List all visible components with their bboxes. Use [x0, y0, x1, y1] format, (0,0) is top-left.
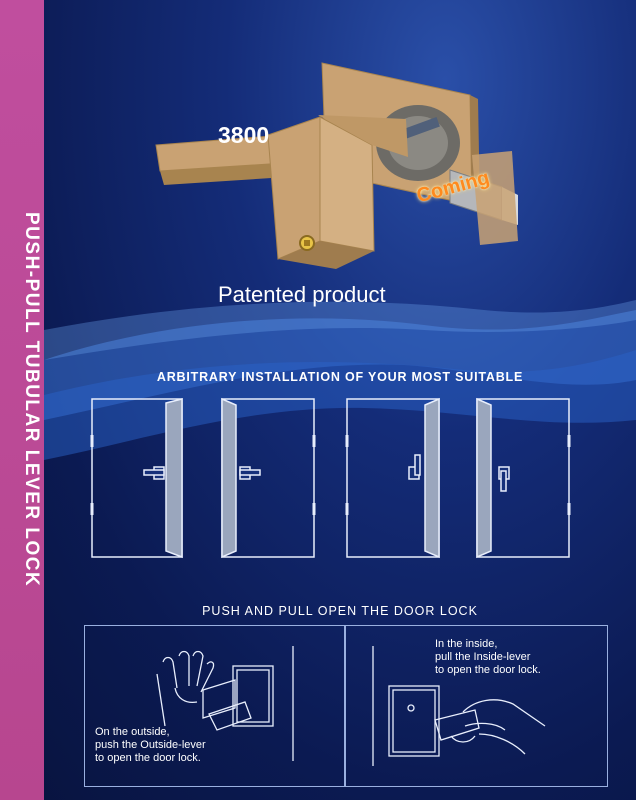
outside-line-2: push the Outside-lever — [95, 739, 206, 751]
door-diagram-3 — [345, 397, 440, 559]
installation-heading: ARBITRARY INSTALLATION OF YOUR MOST SUIT… — [156, 370, 524, 384]
door-diagram-1 — [90, 398, 183, 559]
outside-line-3: to open the door lock. — [95, 752, 201, 764]
outside-instruction-panel: On the outside, push the Outside-lever t… — [84, 625, 346, 787]
hand-push-illustration — [156, 646, 294, 761]
inside-line-3: to open the door lock. — [435, 664, 541, 676]
inside-instruction-panel: In the inside, pull the Inside-lever to … — [344, 625, 608, 787]
side-title: PUSH-PULL TUBULAR LEVER LOCK — [21, 212, 42, 588]
outside-line-1: On the outside, — [95, 726, 170, 738]
lock-product-image — [155, 62, 518, 269]
inside-line-2: pull the Inside-lever — [435, 651, 531, 663]
inside-instruction-text: In the inside, pull the Inside-lever to … — [435, 638, 541, 677]
hand-pull-illustration — [372, 646, 546, 766]
door-diagram-4 — [476, 397, 571, 559]
model-number: 3800 — [218, 122, 270, 148]
wave-decoration — [44, 300, 636, 460]
inside-line-1: In the inside, — [435, 638, 498, 650]
door-diagrams — [90, 397, 571, 559]
door-diagram-2 — [221, 397, 316, 559]
side-band: PUSH-PULL TUBULAR LEVER LOCK — [0, 0, 44, 800]
operation-heading: PUSH AND PULL OPEN THE DOOR LOCK — [202, 604, 478, 618]
patented-caption: Patented product — [218, 282, 386, 307]
outside-instruction-text: On the outside, push the Outside-lever t… — [95, 726, 206, 765]
